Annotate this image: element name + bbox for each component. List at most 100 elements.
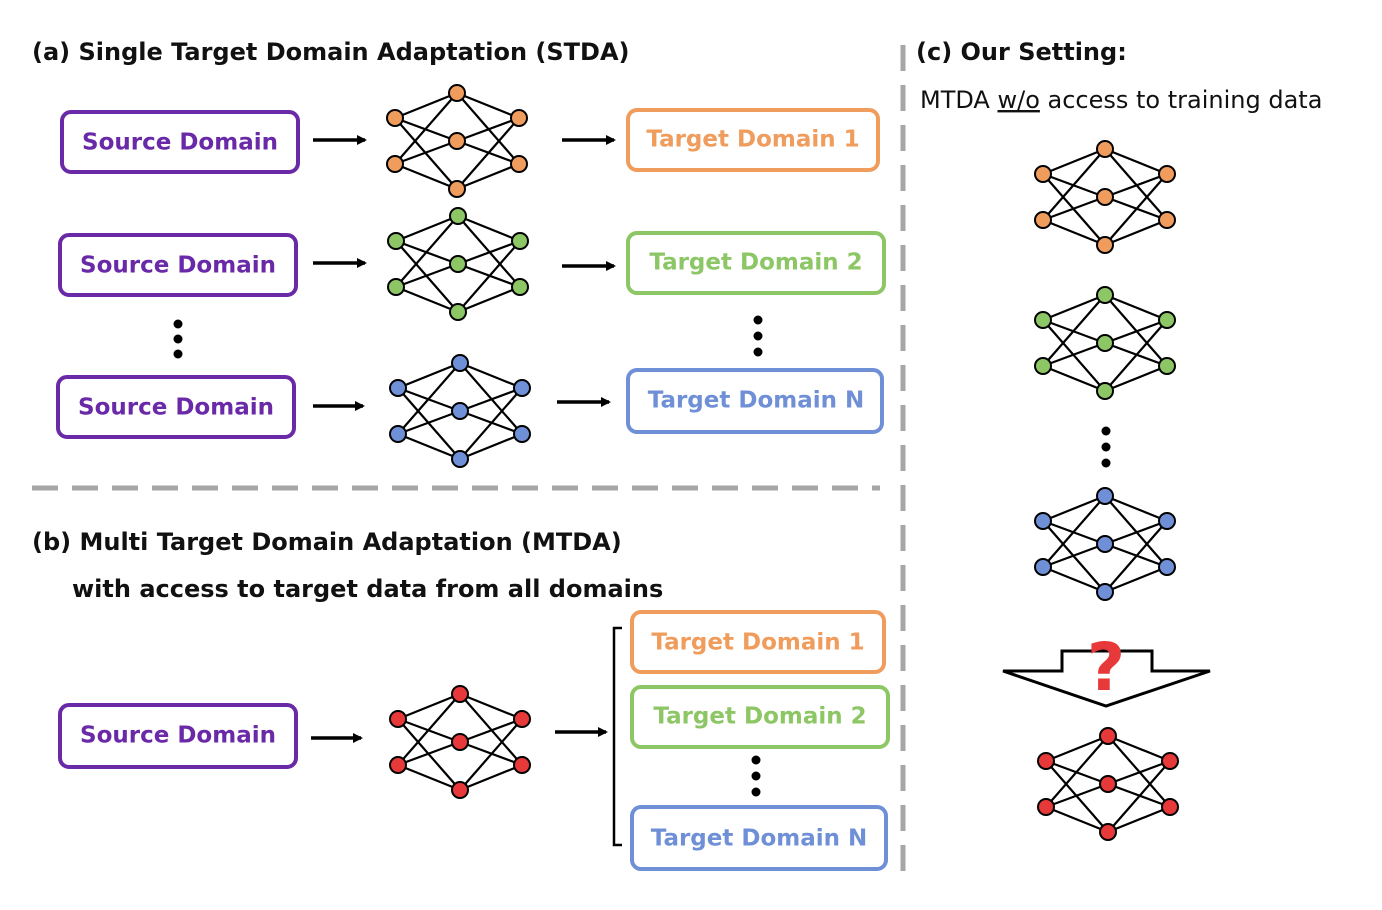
network-edge <box>459 692 523 721</box>
section-b-title: (b) Multi Target Domain Adaptation (MTDA… <box>32 528 622 556</box>
network-edge <box>1042 341 1106 368</box>
network-edge <box>397 432 461 461</box>
network-node <box>1161 798 1179 816</box>
section-a-ellipsis-left <box>173 319 183 359</box>
network-edge <box>1104 565 1168 594</box>
network-edge <box>1104 173 1168 246</box>
target-domain-label: Target Domain 1 <box>651 630 864 656</box>
network-edge <box>459 386 523 413</box>
network-edge <box>457 240 521 313</box>
network-node <box>451 354 469 372</box>
source-domain-label: Source Domain <box>82 130 278 156</box>
neural-network-icon <box>1034 487 1176 601</box>
source-domain-label: Source Domain <box>80 723 276 749</box>
source-domain-box <box>60 110 300 174</box>
network-edge <box>397 740 461 767</box>
bracket <box>612 626 622 847</box>
target-domain-label: Target Domain N <box>648 388 865 414</box>
network-node <box>449 255 467 273</box>
network-node <box>451 685 469 703</box>
network-edge <box>394 162 458 191</box>
network-node <box>1158 558 1176 576</box>
network-node <box>1158 165 1176 183</box>
section-a-row-2: Source Domain Target Domain 2 <box>58 207 886 321</box>
network-node <box>1034 512 1052 530</box>
network-edge <box>1042 195 1106 222</box>
section-b-ellipsis <box>751 755 761 797</box>
source-domain-label: Source Domain <box>80 253 276 279</box>
network-edge <box>459 717 523 744</box>
network-node <box>451 402 469 420</box>
neural-network-icon <box>389 685 531 799</box>
network-edge <box>397 409 461 436</box>
network-node <box>1034 211 1052 229</box>
network-edge <box>1107 805 1171 834</box>
network-edge <box>395 262 459 289</box>
network-edge <box>457 214 521 243</box>
target-domain-label: Target Domain N <box>651 826 868 852</box>
network-edge <box>1042 364 1106 393</box>
network-node <box>1096 188 1114 206</box>
section-c-desc-underline: w/o <box>997 86 1039 114</box>
network-edge <box>1104 319 1168 392</box>
section-a-title: (a) Single Target Domain Adaptation (STD… <box>32 38 630 66</box>
network-edge <box>1042 494 1106 523</box>
source-domain-label: Source Domain <box>78 395 274 421</box>
target-domain-box <box>630 805 888 871</box>
network-node <box>1096 583 1114 601</box>
network-node <box>1099 775 1117 793</box>
network-edge <box>1042 495 1106 568</box>
network-edge <box>1045 734 1109 763</box>
network-edge <box>1104 364 1168 393</box>
network-edge <box>1104 520 1168 593</box>
neural-network-icon <box>386 84 528 198</box>
network-node <box>1158 357 1176 375</box>
network-node <box>1099 823 1117 841</box>
network-edge <box>1104 519 1168 546</box>
network-edge <box>1104 172 1168 199</box>
section-c-desc-post: access to training data <box>1040 86 1323 114</box>
neural-network-icon <box>1034 140 1176 254</box>
network-node <box>511 278 529 296</box>
target-domain-box <box>626 368 884 434</box>
network-edge <box>1042 293 1106 322</box>
network-edge <box>394 91 458 120</box>
network-edge <box>459 718 523 791</box>
network-edge <box>456 162 520 191</box>
network-node <box>389 379 407 397</box>
network-edge <box>1045 735 1109 808</box>
network-node <box>386 155 404 173</box>
network-node <box>1158 211 1176 229</box>
network-node <box>448 132 466 150</box>
network-edge <box>395 214 459 243</box>
network-edge <box>395 215 459 288</box>
network-edge <box>1107 759 1171 786</box>
merge-arrow <box>1002 649 1211 708</box>
network-node <box>387 232 405 250</box>
network-node <box>1096 487 1114 505</box>
section-c-models: ? <box>1002 140 1211 841</box>
network-edge <box>456 117 520 190</box>
section-a-row-1: Source Domain Target Domain 1 <box>60 84 880 198</box>
network-node <box>1099 727 1117 745</box>
section-a-ellipsis-right <box>753 315 763 357</box>
section-b-subtitle: with access to target data from all doma… <box>72 575 663 603</box>
section-a-row-3: Source Domain Target Domain N <box>56 354 884 468</box>
network-node <box>510 109 528 127</box>
network-edge <box>1042 218 1106 247</box>
network-node <box>1034 357 1052 375</box>
network-node <box>386 109 404 127</box>
network-edge <box>1042 294 1106 367</box>
section-c-desc-pre: MTDA <box>920 86 997 114</box>
network-node <box>1034 558 1052 576</box>
network-edge <box>1042 147 1106 176</box>
network-edge <box>1045 805 1109 834</box>
network-node <box>1158 512 1176 530</box>
network-node <box>513 379 531 397</box>
network-edge <box>1042 565 1106 594</box>
target-domain-label: Target Domain 2 <box>649 250 862 276</box>
network-edge <box>1107 734 1171 763</box>
target-domain-box <box>626 231 886 295</box>
network-node <box>389 710 407 728</box>
